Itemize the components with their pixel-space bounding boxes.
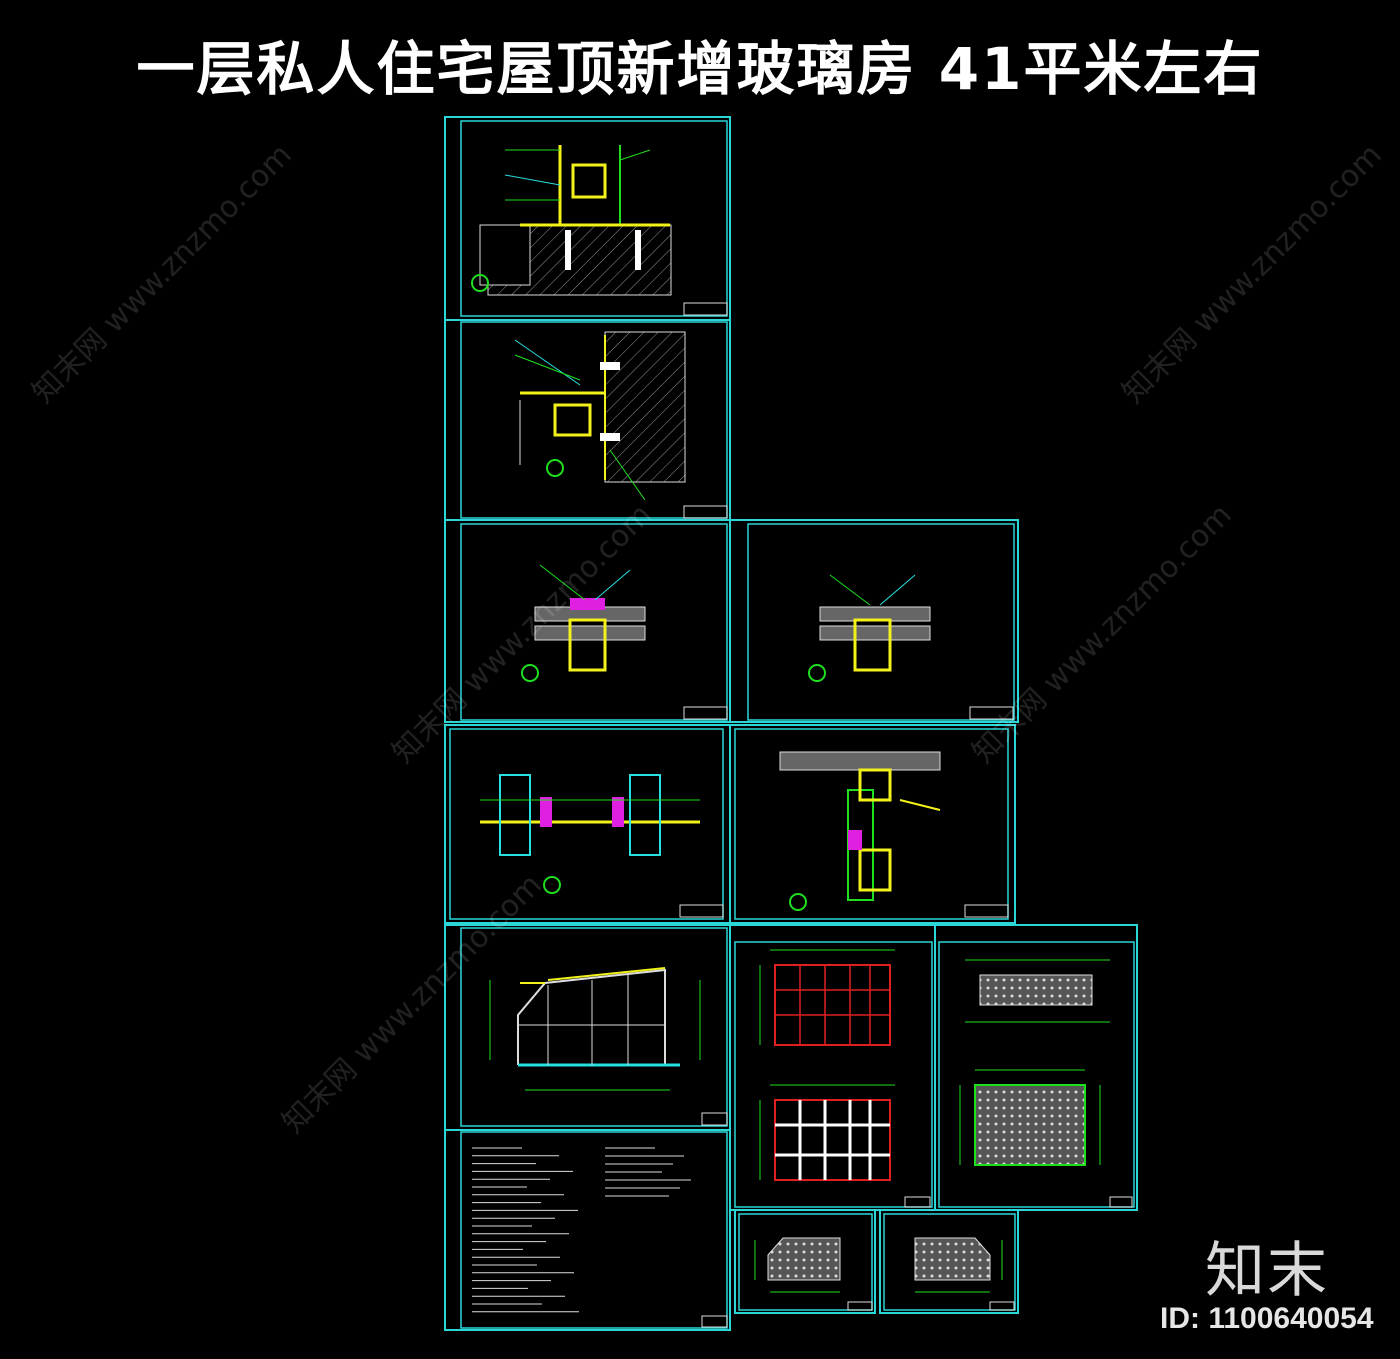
sheet-notes xyxy=(444,1129,731,1331)
sheet-roof-plan xyxy=(729,924,936,1211)
brand-logo: 知末 xyxy=(1205,1236,1329,1306)
sheet-side-elevation-b xyxy=(879,1209,1019,1314)
sheet-node-1 xyxy=(444,116,731,321)
sheet-structure-plan xyxy=(934,924,1138,1211)
sheet-node-6 xyxy=(729,724,1016,924)
sheet-side-elevation-a xyxy=(734,1209,876,1314)
sheet-elevation xyxy=(444,924,731,1131)
sheet-node-4 xyxy=(729,519,1019,723)
sheet-node-2 xyxy=(444,319,731,521)
image-id-label: ID: 1100640054 xyxy=(1160,1302,1374,1335)
page-title: 一层私人住宅屋顶新增玻璃房 41平米左右 xyxy=(136,35,1264,103)
